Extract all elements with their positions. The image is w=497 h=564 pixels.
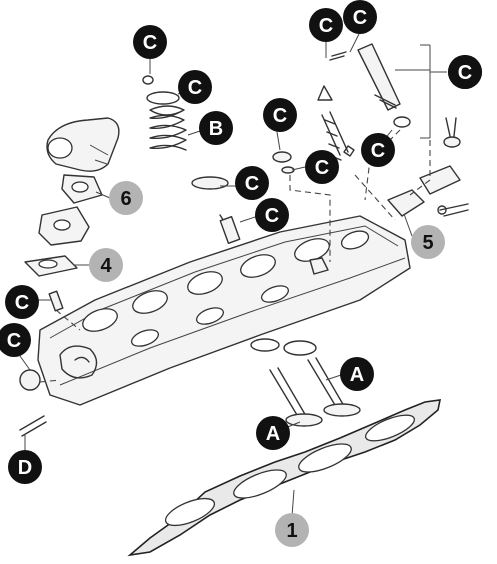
callout-a-c16: A [256, 416, 290, 450]
callout-circle [199, 111, 233, 145]
callout-c-c8: C [309, 8, 343, 42]
callout-circle [256, 416, 290, 450]
callout-circle [361, 133, 395, 167]
left-small-parts [19, 290, 81, 437]
callout-c-c2: C [178, 70, 212, 104]
callout-label: B [209, 118, 223, 140]
callout-circle [5, 285, 39, 319]
callout-label: C [458, 62, 472, 84]
callout-label: C [353, 7, 367, 29]
rocker-components [272, 85, 396, 275]
callout-label: A [350, 364, 364, 386]
callout-circle [89, 248, 123, 282]
callout-circle [305, 150, 339, 184]
callout-c-c9: C [343, 0, 377, 34]
callout-label: A [266, 423, 280, 445]
callout-circle [309, 8, 343, 42]
callout-c-c11: C [448, 55, 482, 89]
callout-circle [340, 357, 374, 391]
thermostat-housing [46, 117, 120, 172]
callout-label: D [18, 457, 32, 479]
callout-label: C [143, 32, 157, 54]
callout-label: C [188, 77, 202, 99]
callout-6-c18: 6 [109, 181, 143, 215]
callout-d-c17: D [8, 450, 42, 484]
callout-label: C [371, 140, 385, 162]
callout-c-c13: C [5, 285, 39, 319]
callout-circle [343, 0, 377, 34]
callout-5-c20: 5 [411, 225, 445, 259]
callout-label: 4 [100, 255, 112, 277]
callout-circle [109, 181, 143, 215]
callout-c-c14: C [0, 323, 31, 357]
callout-c-c12: C [361, 133, 395, 167]
callout-label: C [7, 330, 21, 352]
callout-a-c15: A [340, 357, 374, 391]
callout-label: 5 [422, 232, 433, 254]
callout-label: 6 [120, 188, 131, 210]
callout-circle [255, 198, 289, 232]
sensor-bracket [387, 117, 469, 217]
valves [250, 338, 361, 427]
callout-circle [133, 25, 167, 59]
callout-label: C [245, 173, 259, 195]
callout-c-c3: C [235, 166, 269, 200]
callout-label: C [265, 205, 279, 227]
head-gasket [127, 399, 442, 557]
callout-circle [275, 513, 309, 547]
callout-4-c19: 4 [89, 248, 123, 282]
callout-circle [0, 323, 31, 357]
water-outlet [24, 206, 90, 277]
callout-circle [448, 55, 482, 89]
rocker-shaft-group [329, 43, 431, 201]
callout-badges: CCCCCBCCCCCCCCAAD6451 [0, 0, 482, 547]
callout-label: 1 [286, 520, 297, 542]
callout-circle [411, 225, 445, 259]
callout-label: C [315, 157, 329, 179]
callout-c-c7: C [305, 150, 339, 184]
callout-c-c1: C [133, 25, 167, 59]
callout-c-c5: C [263, 98, 297, 132]
callout-b-c6: B [199, 111, 233, 145]
valve-spring [142, 75, 241, 245]
callout-circle [178, 70, 212, 104]
callout-circle [263, 98, 297, 132]
callout-1-c21: 1 [275, 513, 309, 547]
callout-label: C [319, 15, 333, 37]
callout-circle [235, 166, 269, 200]
callout-label: C [15, 292, 29, 314]
callout-label: C [273, 105, 287, 127]
thermostat-gasket [61, 174, 103, 204]
callout-circle [8, 450, 42, 484]
callout-c-c4: C [255, 198, 289, 232]
